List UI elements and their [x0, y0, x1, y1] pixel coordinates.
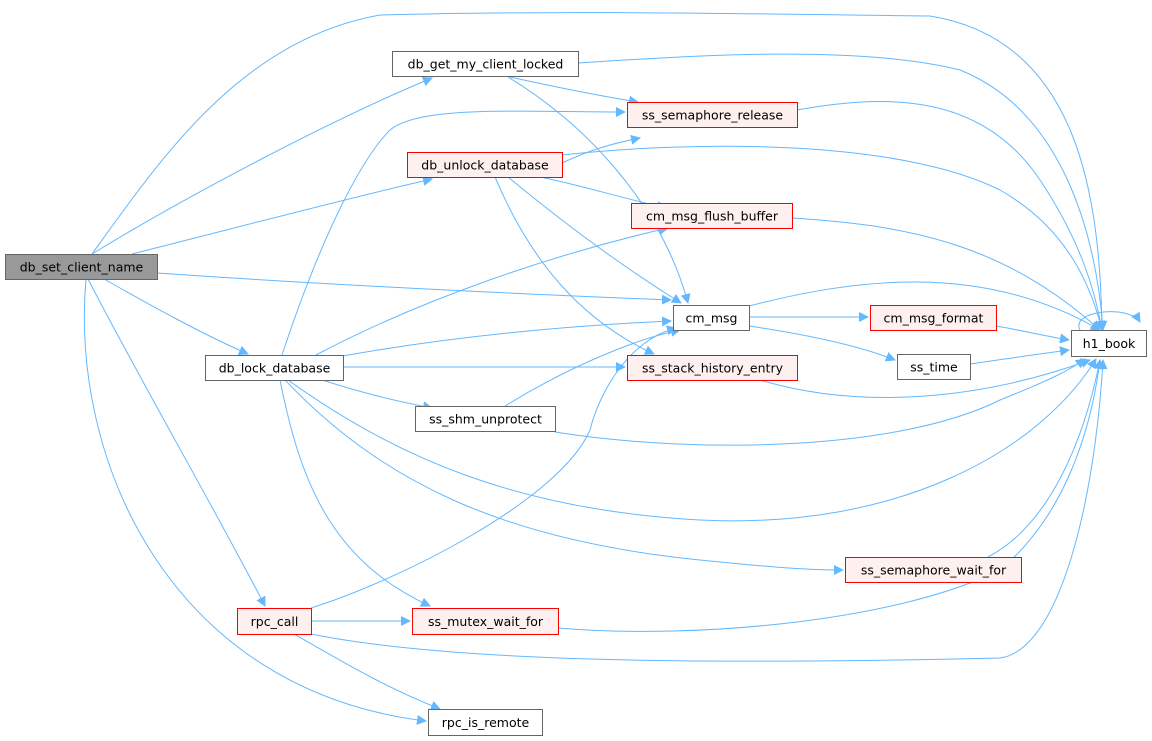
edge-cm-msg-flush-buffer-to-h1-book — [791, 217, 1101, 331]
edge-ss-time-to-h1-book — [969, 346, 1070, 365]
node-box — [205, 355, 344, 381]
node-box — [631, 203, 793, 229]
edge-cm-msg-to-ss-time — [748, 325, 896, 362]
node-label: ss_semaphore_wait_for — [861, 563, 1007, 578]
node-db-lock-database[interactable]: db_lock_database — [205, 355, 344, 381]
node-label: cm_msg_format — [884, 311, 984, 326]
edge-db-lock-database-to-cm-msg-flush-buffer — [315, 225, 669, 356]
edge-db-get-my-client-locked-to-cm-msg — [507, 76, 691, 304]
node-h1-book[interactable]: h1_book — [1071, 330, 1147, 357]
node-box — [673, 305, 750, 331]
node-label: db_get_my_client_locked — [408, 57, 564, 72]
edge-db-unlock-database-to-cm-msg — [507, 176, 682, 304]
edge-ss-semaphore-release-to-h1-book — [796, 100, 1106, 331]
edge-cm-msg-to-h1-book — [748, 281, 1101, 331]
node-ss-shm-unprotect[interactable]: ss_shm_unprotect — [415, 406, 556, 432]
edge-rpc-call-to-rpc-is-remote — [293, 633, 441, 711]
node-box — [897, 354, 971, 380]
node-label: h1_book — [1083, 336, 1136, 351]
node-db-unlock-database[interactable]: db_unlock_database — [407, 152, 563, 178]
node-ss-semaphore-wait-for[interactable]: ss_semaphore_wait_for — [845, 557, 1022, 583]
edge-ss-shm-unprotect-to-cm-msg — [504, 326, 681, 407]
edge-db-set-client-name-to-rpc-call — [87, 278, 266, 607]
edge-rpc-call-to-cm-msg — [310, 325, 677, 609]
nodes-layer: db_set_client_name db_get_my_client_locke… — [5, 51, 1147, 736]
node-box — [237, 608, 312, 635]
edge-db-set-client-name-to-cm-msg — [156, 272, 672, 305]
edge-rpc-call-to-h1-book — [310, 359, 1108, 662]
node-label: ss_shm_unprotect — [429, 412, 542, 427]
node-ss-mutex-wait-for[interactable]: ss_mutex_wait_for — [412, 608, 559, 635]
node-label: rpc_is_remote — [442, 715, 530, 730]
edge-ss-semaphore-wait-for-to-h1-book — [987, 359, 1104, 558]
node-label: ss_semaphore_release — [642, 108, 784, 123]
node-box — [845, 557, 1022, 583]
node-box — [415, 406, 556, 432]
node-box — [1071, 330, 1147, 357]
edge-db-unlock-database-to-ss-stack-history-entry — [494, 176, 655, 355]
node-rpc-is-remote[interactable]: rpc_is_remote — [428, 709, 543, 736]
node-box — [627, 355, 798, 381]
node-label: rpc_call — [251, 614, 299, 629]
edge-cm-msg-format-to-h1-book — [995, 325, 1070, 344]
edge-ss-mutex-wait-for-to-h1-book — [557, 359, 1104, 632]
node-label: cm_msg_flush_buffer — [646, 209, 779, 224]
edges-layer — [83, 12, 1141, 725]
edge-db-lock-database-to-ss-semaphore-release — [281, 106, 626, 356]
edge-db-unlock-database-to-h1-book — [561, 145, 1105, 331]
node-cm-msg[interactable]: cm_msg — [673, 305, 750, 331]
node-box — [412, 608, 559, 635]
node-cm-msg-flush-buffer[interactable]: cm_msg_flush_buffer — [631, 203, 793, 229]
node-label: db_lock_database — [219, 361, 331, 376]
node-label: ss_mutex_wait_for — [428, 614, 544, 629]
node-db-get-my-client-locked[interactable]: db_get_my_client_locked — [392, 51, 579, 77]
node-cm-msg-format[interactable]: cm_msg_format — [870, 305, 997, 331]
node-label: cm_msg — [686, 311, 738, 326]
edge-db-lock-database-to-ss-shm-unprotect — [321, 379, 433, 412]
node-label: db_set_client_name — [20, 260, 144, 275]
node-ss-semaphore-release[interactable]: ss_semaphore_release — [627, 102, 798, 128]
node-db-set-client-name[interactable]: db_set_client_name — [5, 254, 158, 280]
edge-ss-stack-history-entry-to-h1-book — [759, 358, 1091, 398]
node-label: ss_time — [910, 360, 958, 375]
edge-db-set-client-name-to-db-get-my-client-locked — [91, 76, 433, 255]
node-box — [392, 51, 579, 77]
edge-ss-shm-unprotect-to-h1-book — [554, 358, 1086, 446]
node-rpc-call[interactable]: rpc_call — [237, 608, 312, 635]
edge-db-unlock-database-to-ss-semaphore-release — [561, 134, 641, 164]
node-box — [870, 305, 997, 331]
node-ss-stack-history-entry[interactable]: ss_stack_history_entry — [627, 355, 798, 381]
edge-db-lock-database-to-h1-book — [287, 358, 1097, 522]
edge-db-set-client-name-to-db-lock-database — [103, 278, 249, 355]
edge-db-lock-database-to-cm-msg — [342, 316, 672, 357]
edge-db-lock-database-to-ss-mutex-wait-for — [279, 379, 431, 607]
node-box — [428, 709, 543, 736]
node-label: ss_stack_history_entry — [642, 361, 784, 376]
edge-db-get-my-client-locked-to-h1-book — [577, 53, 1108, 331]
edge-db-set-client-name-to-h1-book — [91, 12, 1107, 331]
node-ss-time[interactable]: ss_time — [897, 354, 971, 380]
edge-db-set-client-name-to-rpc-is-remote — [83, 278, 427, 725]
node-box — [407, 152, 563, 178]
edge-db-get-my-client-locked-to-ss-semaphore-release — [509, 76, 639, 106]
edge-h1-book-to-h1-book — [1078, 311, 1141, 331]
node-box — [627, 102, 798, 128]
node-box — [5, 254, 158, 280]
node-label: db_unlock_database — [421, 158, 549, 173]
edge-db-lock-database-to-ss-semaphore-wait-for — [284, 379, 844, 575]
edge-db-set-client-name-to-db-unlock-database — [131, 176, 433, 255]
